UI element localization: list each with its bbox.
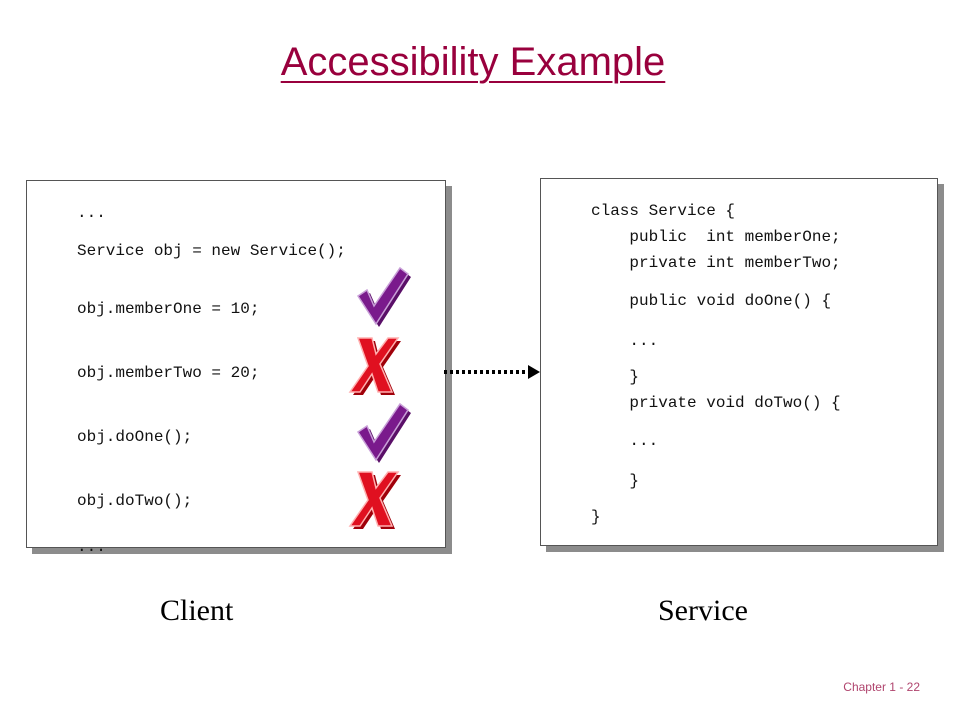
- service-code-line: class Service {: [591, 202, 736, 220]
- client-code-line: obj.memberOne = 10;: [77, 300, 260, 318]
- service-code-line: }: [591, 472, 640, 490]
- client-code-line: ...: [77, 204, 106, 222]
- slide-title: Accessibility Example: [280, 40, 666, 84]
- service-code-line: }: [591, 368, 640, 386]
- service-code-line: public void doOne() {: [591, 292, 832, 310]
- service-code-box: class Service { public int memberOne; pr…: [540, 178, 938, 546]
- service-code-line: ...: [591, 332, 659, 350]
- client-code-line: obj.doTwo();: [77, 492, 193, 510]
- service-code-line: }: [591, 508, 601, 526]
- check-icon: [356, 266, 411, 327]
- service-code-line: public int memberOne;: [591, 228, 841, 246]
- client-code-line: obj.memberTwo = 20;: [77, 364, 260, 382]
- client-code-line: obj.doOne();: [77, 428, 193, 446]
- service-label: Service: [658, 594, 748, 627]
- client-code-line: Service obj = new Service();: [77, 242, 346, 260]
- service-code-line: ...: [591, 432, 659, 450]
- service-code-line: private int memberTwo;: [591, 254, 841, 272]
- client-label: Client: [160, 594, 234, 627]
- x-icon: [348, 471, 401, 529]
- check-icon: [356, 402, 411, 463]
- x-icon: [348, 337, 401, 395]
- client-code-line: ...: [77, 538, 106, 556]
- dotted-arrow: [444, 365, 540, 379]
- service-code-line: private void doTwo() {: [591, 394, 841, 412]
- slide-footer: Chapter 1 - 22: [843, 680, 920, 694]
